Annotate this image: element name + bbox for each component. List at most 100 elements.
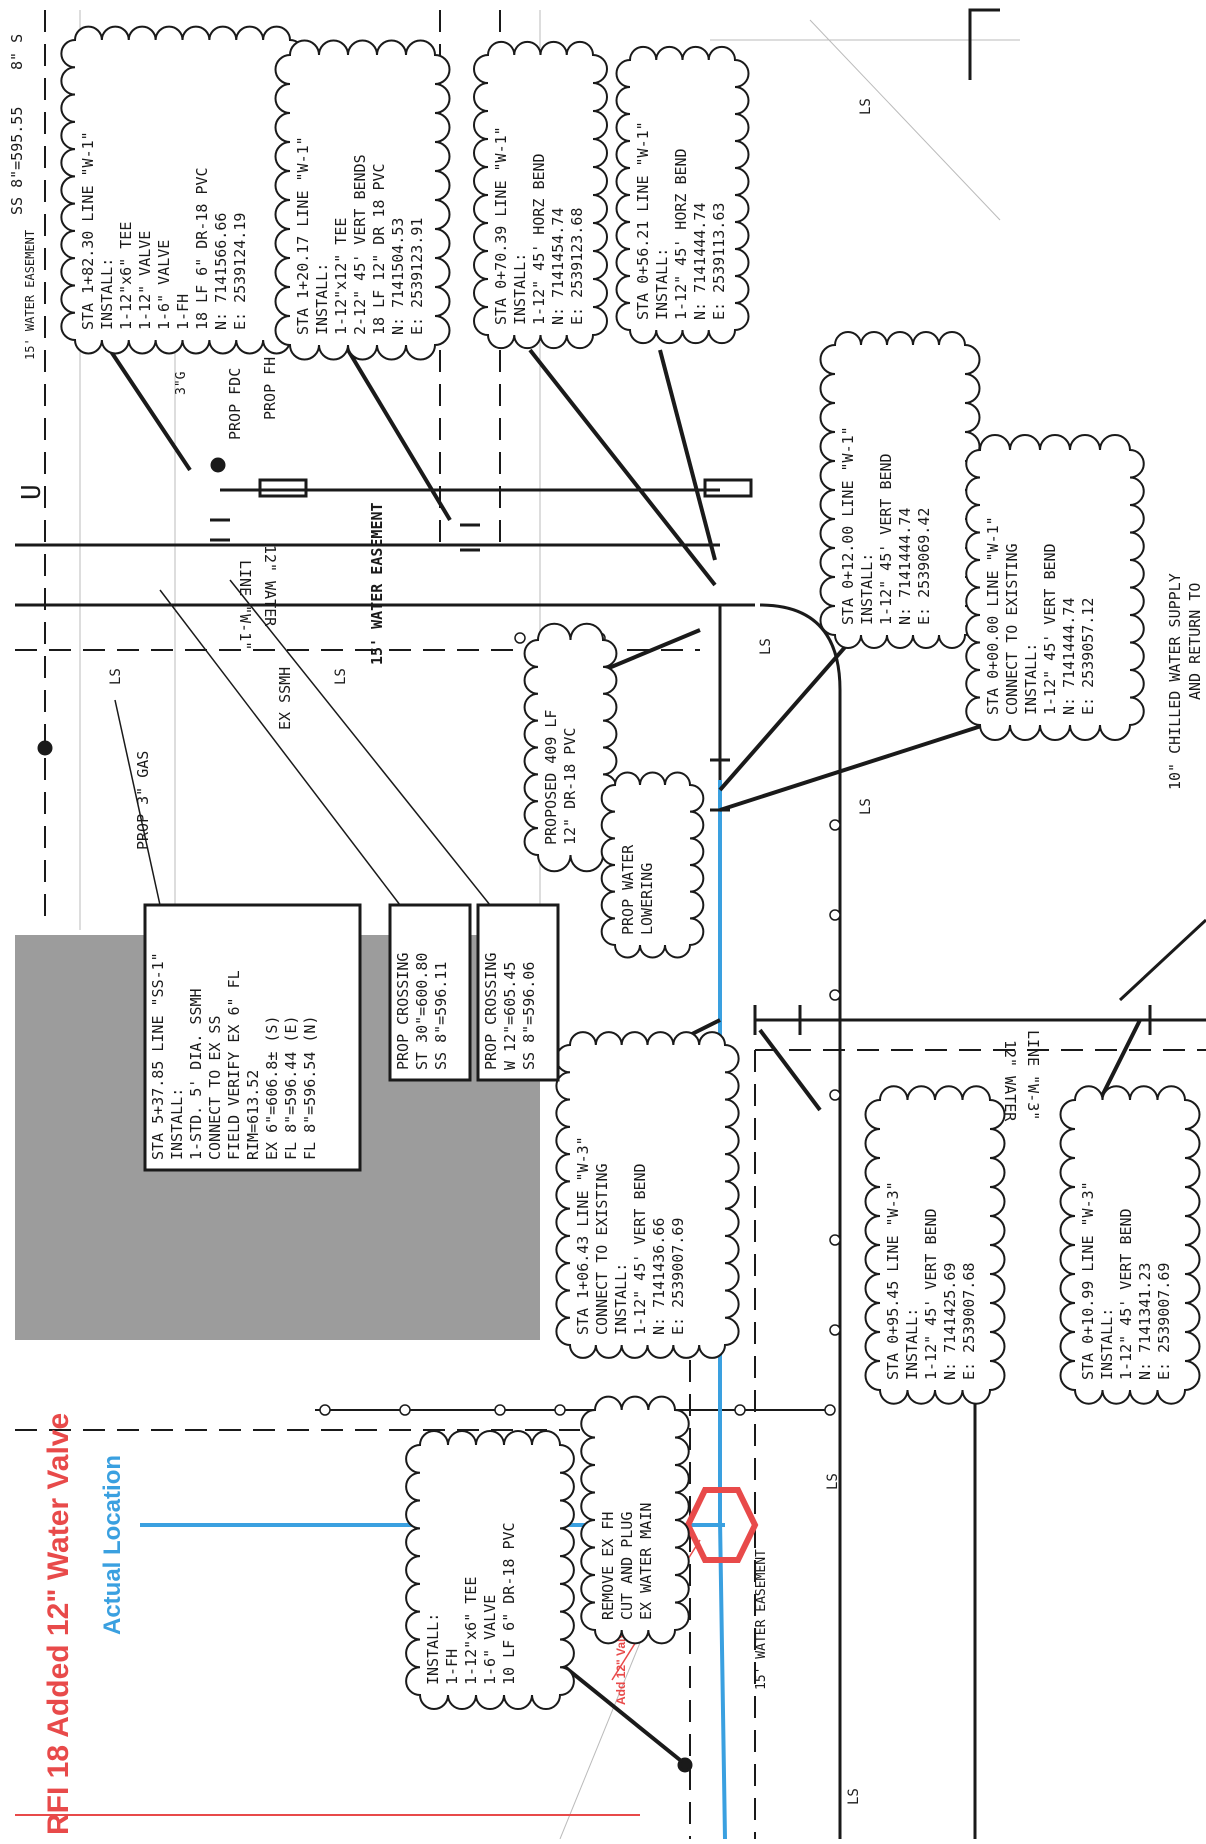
thin-leaders: [114, 579, 491, 906]
callout-c11-line: E: 2539007.69: [1155, 1263, 1173, 1380]
callout-c4-line: 1-12" 45' HORZ BEND: [672, 148, 690, 320]
note-box-ss-line: 1-STD. 5' DIA. SSMH: [187, 988, 205, 1160]
note-box-ss-line: FL 8"=596.54 (N): [301, 1016, 319, 1161]
callout-c13-outline: [405, 1430, 575, 1710]
label-u: U: [17, 484, 47, 500]
callout-c1-line: STA 1+82.30 LINE "W-1": [79, 131, 97, 330]
callout-c5: STA 0+12.00 LINE "W-1"INSTALL:1-12" 45' …: [819, 331, 981, 649]
callout-c3-line: E: 2539123.68: [568, 208, 586, 325]
callout-c4-line: N: 7141444.74: [691, 203, 709, 320]
label-easement-bottom: 15' WATER EASEMENT: [754, 1549, 769, 1690]
label-ex-ssmh: EX SSMH: [276, 667, 294, 730]
callout-c3-line: N: 7141454.74: [549, 208, 567, 325]
callout-c13-line: 1-6" VALVE: [481, 1595, 499, 1685]
callout-c5-outline: [819, 331, 981, 649]
note-box-x1-outline: [388, 903, 472, 1082]
callout-c11-line: 1-12" 45' VERT BEND: [1117, 1208, 1135, 1380]
callout-c12-outline: [580, 1395, 690, 1645]
callout-c10-line: 1-12" 45' VERT BEND: [922, 1208, 940, 1380]
label-easement-top: 15' WATER EASEMENT: [23, 230, 37, 360]
callout-c2-line: INSTALL:: [313, 263, 331, 335]
callout-c3-outline: [473, 40, 608, 350]
note-box-ss-line: STA 5+37.85 LINE "SS-1": [149, 952, 167, 1160]
callout-c2-line: 2-12" 45' VERT BENDS: [351, 154, 369, 335]
callout-c4-line: STA 0+56.21 LINE "W-1": [634, 121, 652, 320]
callout-c2-line: 1-12"x12" TEE: [332, 218, 350, 335]
callout-c13-line: INSTALL:: [424, 1613, 442, 1685]
callout-c9-line: 1-12" 45' VERT BEND: [631, 1163, 649, 1335]
note-box-x2-line: PROP CROSSING: [482, 953, 500, 1070]
callout-c9-line: STA 1+06.43 LINE "W-3": [574, 1136, 592, 1335]
callout-c9-line: E: 2539007.69: [669, 1218, 687, 1335]
callout-c13-line: 1-12"x6" TEE: [462, 1577, 480, 1685]
callout-c8-line: LOWERING: [638, 863, 656, 935]
callout-c8-line: PROP WATER: [619, 844, 637, 935]
note-box-x2-line: SS 8"=596.06: [520, 962, 538, 1070]
rfi-title: RFI 18 Added 12" Water Valve: [42, 1413, 75, 1835]
callout-c12-line: REMOVE EX FH: [599, 1512, 617, 1620]
callout-c7-line: 12" DR-18 PVC: [561, 728, 579, 845]
label-ls-6: LS: [825, 1473, 841, 1490]
callout-c2-line: STA 1+20.17 LINE "W-1": [294, 136, 312, 335]
callout-c1-line: 1-12" VALVE: [136, 231, 154, 330]
callout-c9-line: N: 7141436.66: [650, 1218, 668, 1335]
callout-c8-outline: [600, 771, 705, 959]
label-ls-5: LS: [858, 98, 874, 115]
callout-c6: STA 0+00.00 LINE "W-1"CONNECT TO EXISTIN…: [965, 434, 1145, 741]
callout-c2-line: 18 LF 12" DR 18 PVC: [370, 163, 388, 335]
note-box-ss-line: FL 8"=596.44 (E): [282, 1016, 300, 1161]
callout-c12-line: EX WATER MAIN: [637, 1503, 655, 1620]
callout-c6-line: INSTALL:: [1022, 643, 1040, 715]
callout-c11: STA 0+10.99 LINE "W-3"INSTALL:1-12" 45' …: [1059, 1085, 1201, 1405]
callout-c10-line: INSTALL:: [903, 1308, 921, 1380]
callout-c3: STA 0+70.39 LINE "W-1"INSTALL:1-12" 45' …: [473, 40, 608, 350]
note-box-x1-line: PROP CROSSING: [394, 953, 412, 1070]
label-line-w3: LINE "W-3": [1024, 1030, 1042, 1120]
callout-c11-line: STA 0+10.99 LINE "W-3": [1079, 1181, 1097, 1380]
callout-c11-line: INSTALL:: [1098, 1308, 1116, 1380]
fittings: [37, 457, 1152, 1773]
add-valve-note: Add 12" Valve: [614, 1625, 628, 1705]
callout-c4-line: INSTALL:: [653, 248, 671, 320]
callout-c6-line: STA 0+00.00 LINE "W-1": [984, 516, 1002, 715]
callout-c11-line: N: 7141341.23: [1136, 1263, 1154, 1380]
callout-c9-line: INSTALL:: [612, 1263, 630, 1335]
callout-c5-line: STA 0+12.00 LINE "W-1": [839, 426, 857, 625]
label-ls-1: LS: [108, 668, 124, 685]
callout-c2-line: N: 7141504.53: [389, 218, 407, 335]
label-line-w1: LINE "W-1": [236, 560, 254, 650]
label-water-12-w3: 12" WATER: [1001, 1040, 1019, 1122]
label-ls-3: LS: [758, 638, 774, 655]
callout-c13-line: 1-FH: [443, 1649, 461, 1685]
label-chilled-water-2: AND RETURN TO: [1186, 583, 1204, 700]
added-valve-marker: [684, 1487, 759, 1563]
callout-c11-outline: [1059, 1085, 1201, 1405]
note-box-ss-line: RIM=613.52: [244, 1070, 262, 1160]
callout-c3-line: INSTALL:: [511, 253, 529, 325]
callout-c1-line: 1-FH: [174, 294, 192, 330]
callout-c2: STA 1+20.17 LINE "W-1"INSTALL:1-12"x12" …: [274, 39, 451, 361]
note-box-x2-outline: [476, 903, 560, 1082]
note-box-x1-line: ST 30"=600.80: [413, 953, 431, 1070]
note-box-ss-line: FIELD VERIFY EX 6" FL: [225, 970, 243, 1160]
label-3g: 3"G: [174, 371, 189, 395]
callout-c6-outline: [965, 434, 1145, 741]
top-right-code: 8" S: [8, 34, 26, 70]
callout-c4: STA 0+56.21 LINE "W-1"INSTALL:1-12" 45' …: [615, 45, 750, 345]
callout-c6-line: N: 7141444.74: [1060, 598, 1078, 715]
label-chilled-water: 10" CHILLED WATER SUPPLY: [1166, 573, 1184, 790]
note-box-x2-line: W 12"=605.45: [501, 962, 519, 1070]
top-left-code: SS 8"=595.55: [8, 107, 26, 215]
callout-c2-outline: [274, 39, 451, 361]
note-box-ss-line: INSTALL:: [168, 1088, 186, 1160]
label-ls-7: LS: [846, 1788, 862, 1805]
callout-c5-line: 1-12" 45' VERT BEND: [877, 453, 895, 625]
note-box-ss-line: EX 6"=606.8± (S): [263, 1016, 281, 1161]
callout-c5-line: INSTALL:: [858, 553, 876, 625]
